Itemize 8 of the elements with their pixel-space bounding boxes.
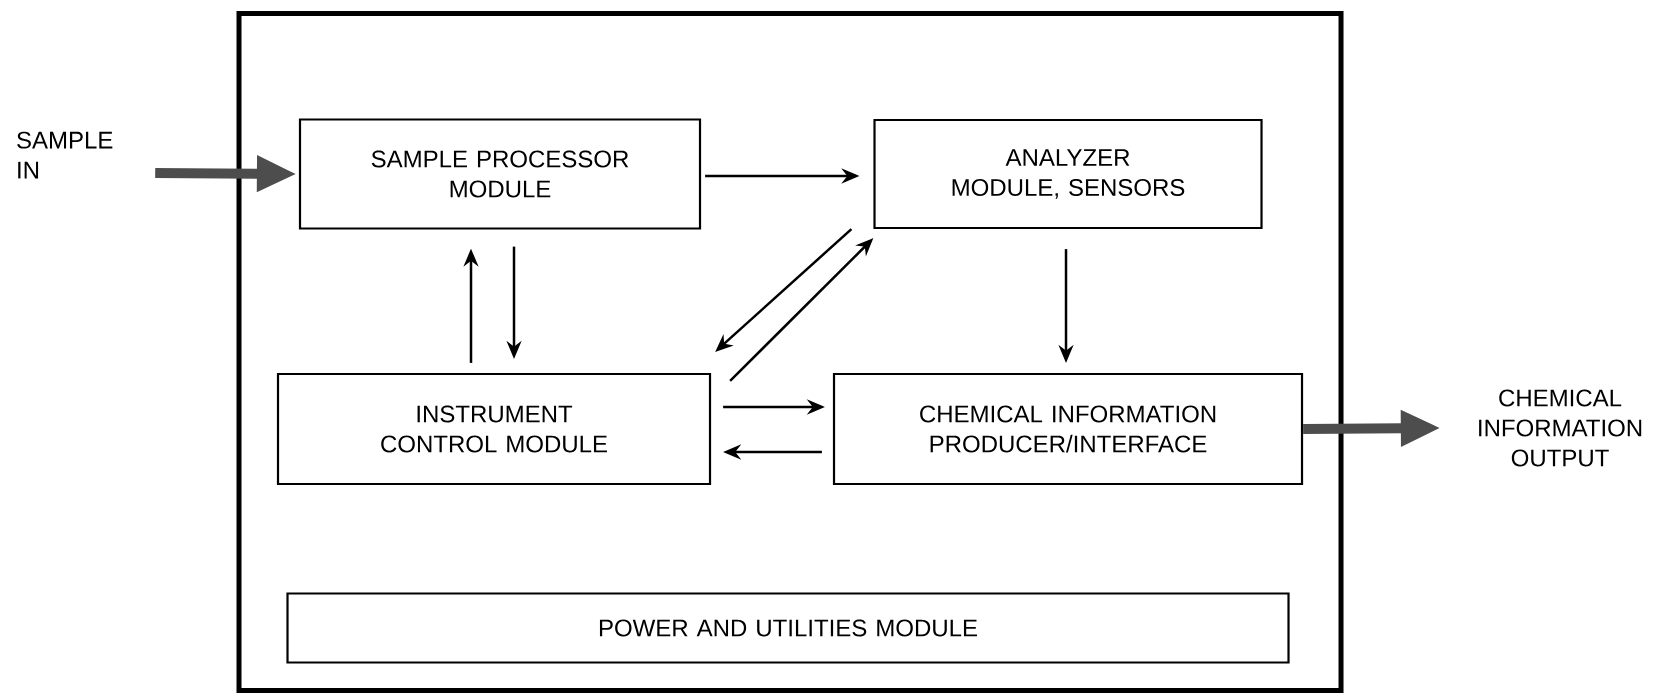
- io-label: SAMPLE IN: [17, 131, 113, 179]
- io-label: CHEMICAL INFORMATION OUTPUT: [1479, 389, 1642, 467]
- module-box: CHEMICAL INFORMATION PRODUCER/INTERFACE: [832, 372, 1304, 486]
- module-box: INSTRUMENT CONTROL MODULE: [276, 372, 712, 486]
- module-box: ANALYZER MODULE, SENSORS: [873, 118, 1263, 230]
- instrument-frame: [236, 11, 1344, 693]
- module-box: SAMPLE PROCESSOR MODULE: [298, 118, 702, 230]
- module-box: POWER AND UTILITIES MODULE: [286, 592, 1290, 664]
